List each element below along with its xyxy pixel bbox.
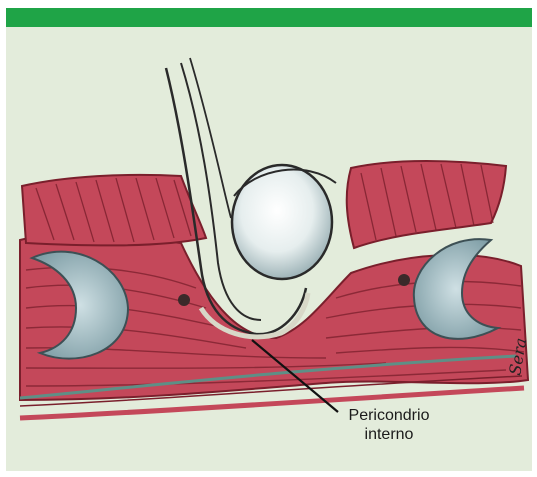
upper-muscle-left <box>22 175 206 246</box>
sphere <box>232 165 332 279</box>
suture-knot-left <box>178 294 190 306</box>
surgical-illustration: Sera <box>6 8 532 471</box>
figure-frame: Sera Pericondrio interno <box>6 8 532 471</box>
upper-muscle-right <box>347 161 506 248</box>
suture-knot-right <box>398 274 410 286</box>
annotation-label: Pericondrio interno <box>334 406 444 444</box>
annotation-line-1: Pericondrio <box>334 406 444 425</box>
annotation-line-2: interno <box>334 425 444 444</box>
